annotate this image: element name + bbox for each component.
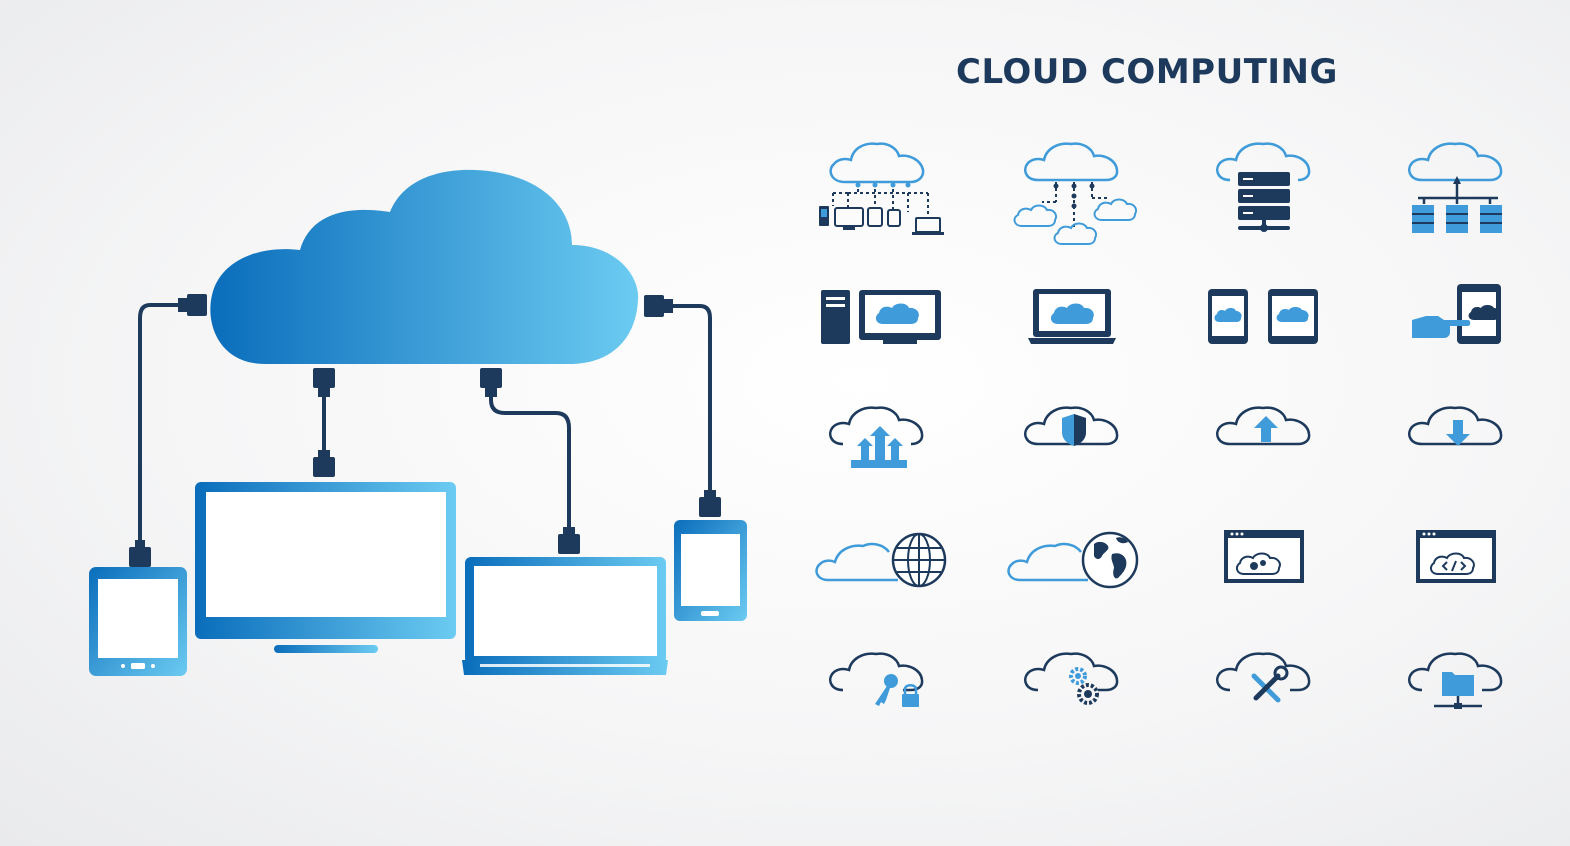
connector-monitor (313, 450, 335, 477)
cable-to-phone (666, 304, 712, 497)
cloud-tools-icon (1190, 626, 1340, 746)
cloud-settings-window-icon (1190, 508, 1340, 628)
tablet-phone-cloud-icon (1190, 260, 1340, 380)
cloud-gears-icon (998, 626, 1148, 746)
desktop-cloud-icon (803, 260, 953, 380)
cloud-globe-wire-icon (803, 508, 953, 628)
cloud-security-shield-icon (998, 380, 1148, 500)
touch-phone-cloud-icon (1382, 260, 1532, 380)
cloud-network-devices-icon (803, 130, 953, 250)
connectors (129, 294, 721, 567)
connector-right-top (644, 295, 673, 317)
cloud-server-icon (1190, 130, 1340, 250)
cable-to-tablet (138, 303, 180, 547)
connector-laptop-top (480, 368, 502, 397)
laptop-cloud-icon (998, 260, 1148, 380)
connector-left-top (178, 294, 207, 316)
laptop-device (462, 557, 668, 675)
cloud-upload-icon (1190, 380, 1340, 500)
cloud-server-racks-icon (1382, 130, 1532, 250)
main-cloud (210, 169, 639, 364)
cloud-distributed-network-icon (998, 130, 1148, 250)
cloud-key-lock-icon (803, 626, 953, 746)
cloud-multi-upload-icon (803, 380, 953, 500)
smartphone-device (674, 520, 747, 621)
connector-phone (699, 490, 721, 517)
desktop-monitor-device (195, 482, 456, 653)
cloud-download-icon (1382, 380, 1532, 500)
connector-laptop (558, 527, 580, 554)
cloud-folder-network-icon (1382, 626, 1532, 746)
page-title: CLOUD COMPUTING (956, 52, 1338, 92)
tablet-device (89, 567, 187, 676)
cable-to-laptop (489, 383, 571, 535)
connector-monitor-top (313, 368, 335, 397)
connector-tablet (129, 540, 151, 567)
cloud-code-window-icon (1382, 508, 1532, 628)
cloud-globe-earth-icon (998, 508, 1148, 628)
